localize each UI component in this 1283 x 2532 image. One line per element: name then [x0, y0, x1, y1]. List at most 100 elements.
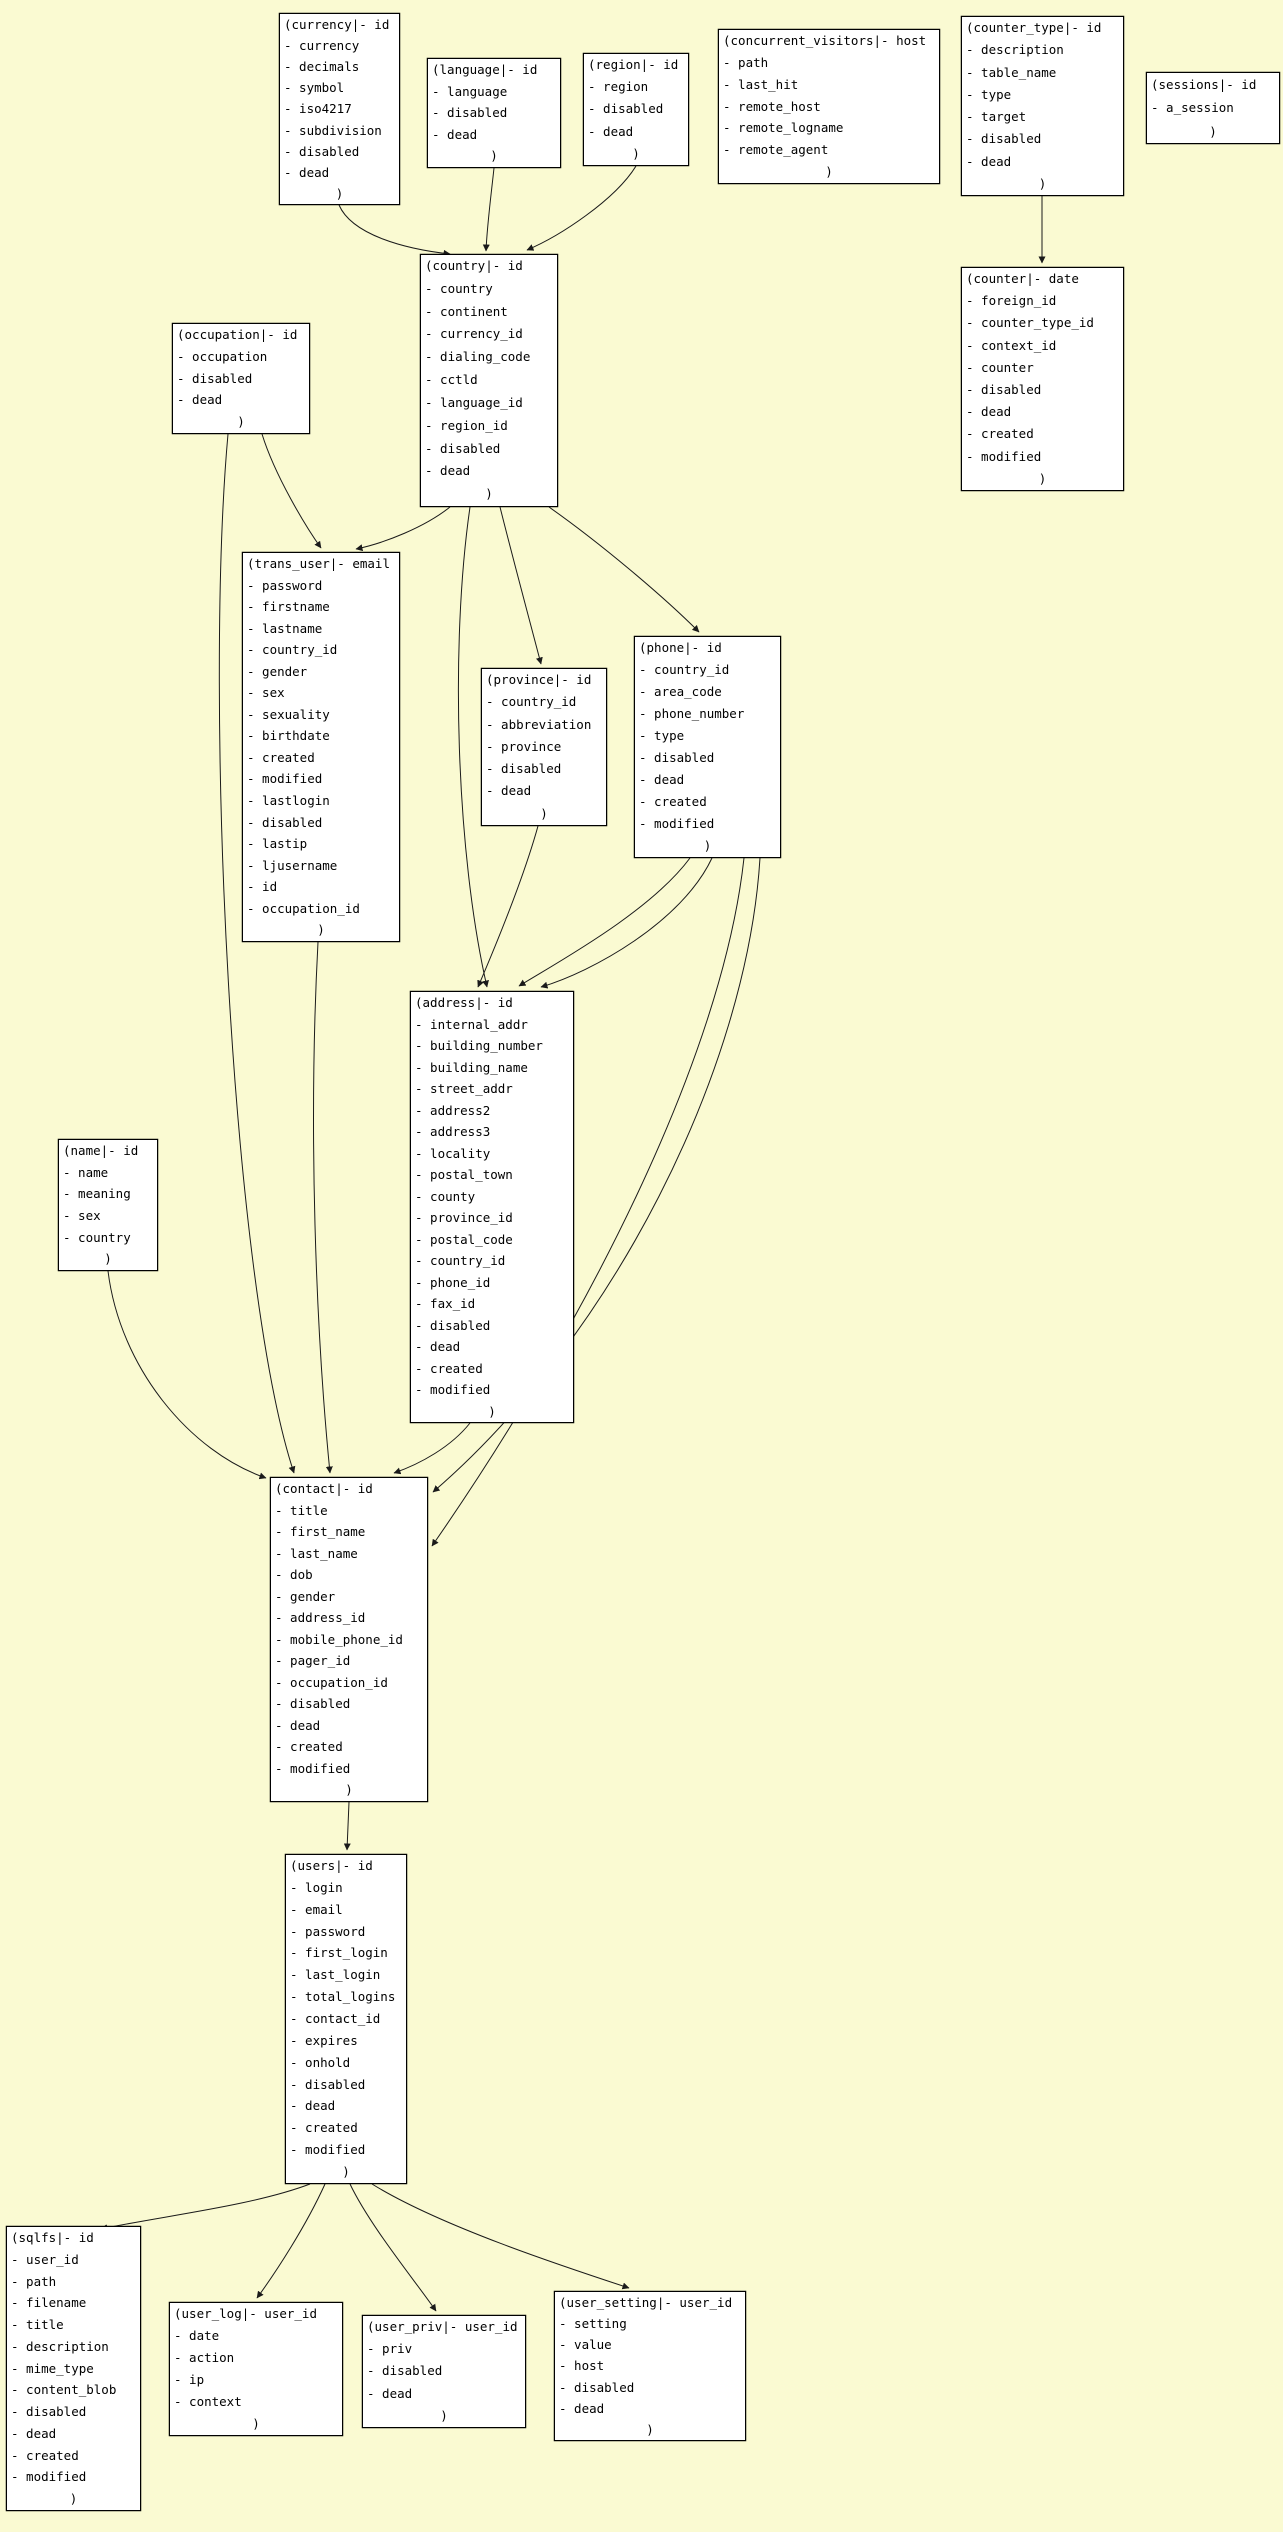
entity-field-address-16: - created — [415, 1360, 483, 1376]
entity-field-user_log-2: - ip — [174, 2372, 205, 2387]
edge-country-phone-6 — [548, 506, 700, 633]
entity-field-language-1: - disabled — [432, 105, 508, 121]
entity-field-sqlfs-4: - description — [11, 2338, 109, 2354]
entity-field-counter-1: - counter_type_id — [966, 315, 1094, 331]
entity-footer-concurrent_visitors: ) — [825, 164, 833, 180]
entity-field-contact-1: - first_name — [275, 1524, 366, 1540]
entity-field-users-12: - modified — [290, 2142, 366, 2158]
entity-footer-province: ) — [540, 805, 548, 821]
entity-field-user_log-0: - date — [174, 2328, 220, 2343]
entity-country: (country|- id- country- continent- curre… — [420, 254, 558, 507]
entity-field-user_priv-0: - priv — [367, 2341, 413, 2357]
entity-field-language-0: - language — [432, 83, 508, 99]
entity-language: (language|- id - language - disabled - dead… — [427, 58, 561, 168]
entity-footer-user_priv: ) — [440, 2407, 448, 2423]
edge-phone-contact-17 — [431, 857, 745, 1547]
edge-country-province-5 — [499, 506, 543, 665]
entity-user_priv: (user_priv|- user_id- priv- disabled- de… — [362, 2315, 526, 2428]
entity-field-trans_user-13: - ljusername — [247, 857, 338, 873]
entity-field-address-17: - modified — [415, 1382, 491, 1397]
entity-field-country-0: - country — [425, 280, 493, 296]
entity-footer-language: ) — [490, 148, 498, 164]
entity-field-users-1: - email — [290, 1901, 343, 1917]
entity-field-users-5: - total_logins — [290, 1989, 396, 2005]
entity-field-name-2: - sex — [63, 1207, 101, 1223]
entity-field-phone-2: - phone_number — [639, 706, 745, 721]
entity-field-name-1: - meaning — [63, 1186, 131, 1202]
entity-field-user_log-1: - action — [174, 2350, 235, 2365]
entity-currency: (currency|- id- currency- decimals- symb… — [279, 13, 400, 205]
entity-field-currency-0: - currency — [284, 38, 360, 54]
entity-field-province-1: - abbreviation — [486, 716, 592, 732]
entity-field-sqlfs-7: - disabled — [11, 2404, 87, 2420]
edge-users-user_log-20 — [256, 2183, 326, 2299]
entity-field-counter_type-5: - dead — [966, 153, 1012, 169]
entity-occupation: (occupation|- id- occupation- disabled- … — [172, 323, 310, 434]
entity-field-phone-4: - disabled — [639, 750, 715, 765]
entity-phone: (phone|- id- country_id- area_code- phon… — [634, 636, 781, 858]
entity-field-trans_user-9: - modified — [247, 771, 323, 787]
entity-users: (users|- id- login- email- password- fir… — [285, 1854, 407, 2184]
entity-field-trans_user-1: - firstname — [247, 599, 330, 615]
entity-header-user_priv: (user_priv|- user_id — [367, 2319, 518, 2334]
entity-field-trans_user-7: - birthdate — [247, 728, 330, 744]
entity-field-trans_user-15: - occupation_id — [247, 900, 360, 916]
entity-field-sqlfs-2: - filename — [11, 2295, 87, 2311]
entity-footer-address: ) — [488, 1403, 496, 1419]
entity-field-counter_type-1: - table_name — [966, 64, 1057, 80]
entity-field-sqlfs-6: - content_blob — [11, 2382, 117, 2398]
entity-field-user_priv-1: - disabled — [367, 2363, 443, 2379]
entity-user_setting: (user_setting|- user_id- setting- value-… — [554, 2291, 746, 2441]
entity-field-currency-3: - iso4217 — [284, 101, 352, 117]
entity-field-occupation-0: - occupation — [177, 348, 268, 364]
entity-field-currency-4: - subdivision — [284, 122, 382, 138]
entity-field-sqlfs-3: - title — [11, 2317, 64, 2333]
entity-field-trans_user-4: - gender — [247, 663, 308, 679]
entity-field-trans_user-12: - lastip — [247, 836, 308, 852]
entity-field-trans_user-11: - disabled — [247, 814, 323, 830]
entity-footer-user_log: ) — [252, 2416, 260, 2431]
entity-field-country-6: - region_id — [425, 417, 508, 433]
entity-field-trans_user-6: - sexuality — [247, 706, 330, 722]
entity-field-currency-1: - decimals — [284, 59, 360, 75]
entity-field-counter-6: - created — [966, 426, 1034, 442]
entity-field-users-6: - contact_id — [290, 2011, 381, 2027]
entity-footer-counter: ) — [1038, 470, 1047, 486]
entity-field-contact-7: - pager_id — [275, 1653, 351, 1669]
entity-header-language: (language|- id — [432, 62, 538, 77]
entity-footer-sessions: ) — [1209, 123, 1217, 139]
entity-header-counter_type: (counter_type|- id — [966, 20, 1102, 35]
entity-field-currency-5: - disabled — [284, 143, 360, 159]
edge-trans_user-contact-13 — [313, 941, 333, 1474]
entity-header-province: (province|- id — [486, 672, 592, 687]
entity-counter_type: (counter_type|- id- description- table_n… — [961, 16, 1124, 196]
entity-field-address-10: - postal_code — [415, 1231, 513, 1247]
entity-header-trans_user: (trans_user|- email — [247, 556, 390, 571]
entity-field-counter_type-4: - disabled — [966, 131, 1042, 147]
entity-field-address-9: - province_id — [415, 1210, 513, 1225]
entity-field-address-8: - county — [415, 1188, 476, 1204]
entity-field-address-3: - street_addr — [415, 1081, 513, 1096]
entity-field-contact-10: - dead — [275, 1717, 321, 1733]
entity-field-language-2: - dead — [432, 126, 478, 142]
entity-field-phone-1: - area_code — [639, 684, 722, 699]
entity-field-phone-3: - type — [639, 728, 685, 743]
entity-field-sessions-0: - a_session — [1151, 100, 1234, 116]
edge-users-user_setting-22 — [371, 2183, 630, 2290]
edge-address-contact-15 — [393, 1422, 471, 1475]
entity-trans_user: (trans_user|- email- password- firstname… — [242, 552, 400, 942]
entity-field-province-4: - dead — [486, 783, 532, 799]
entity-field-address-4: - address2 — [415, 1102, 491, 1118]
entity-field-address-12: - phone_id — [415, 1274, 491, 1290]
entity-field-trans_user-2: - lastname — [247, 620, 323, 636]
entity-field-address-6: - locality — [415, 1145, 491, 1161]
edge-country-trans_user-4 — [355, 506, 451, 552]
entity-header-region: (region|- id — [588, 57, 679, 72]
entity-header-sessions: (sessions|- id — [1151, 77, 1257, 92]
entity-field-phone-0: - country_id — [639, 662, 730, 677]
entity-footer-currency: ) — [335, 185, 344, 201]
entity-field-province-2: - province — [486, 738, 562, 754]
entity-user_log: (user_log|- user_id- date- action- ip- c… — [169, 2302, 343, 2436]
entity-sessions: (sessions|- id - a_session) — [1146, 72, 1280, 144]
